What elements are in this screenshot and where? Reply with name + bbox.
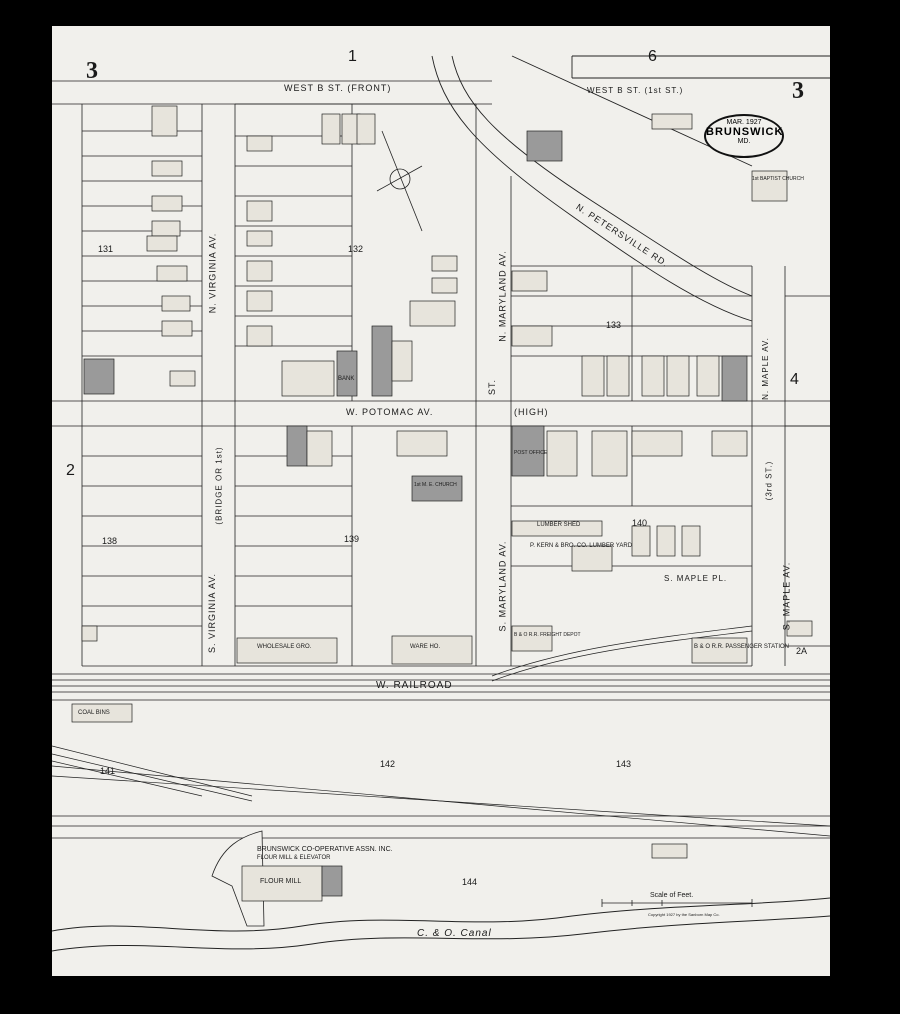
block-number: 140: [632, 518, 648, 528]
sanborn-map: [52, 55, 830, 952]
block-number: 133: [606, 320, 622, 330]
page-number-right: 3: [792, 78, 804, 104]
north-arrow: [376, 130, 423, 232]
buildings: [71, 105, 813, 902]
block-number: 131: [98, 244, 114, 254]
block-number: 138: [102, 536, 118, 546]
map-label: COAL BINS: [78, 710, 110, 716]
map-label: BRUNSWICK CO-OPERATIVE ASSN. INC.: [257, 846, 393, 853]
map-label: FLOUR MILL: [260, 878, 302, 885]
street-label: N. VIRGINIA AV.: [207, 232, 218, 314]
street-label: W. RAILROAD: [376, 680, 453, 691]
section-number: 2A: [796, 646, 808, 656]
page-number: 3: [86, 58, 98, 84]
street-label: ST.: [487, 378, 498, 396]
canal-banks: [52, 897, 830, 952]
street-label: S. MARYLAND AV.: [497, 540, 508, 632]
street-label: WEST B ST. (1st ST.): [587, 86, 684, 95]
street-label: (HIGH): [514, 407, 549, 417]
stamp-town: BRUNSWICK: [706, 126, 784, 138]
street-label: W. POTOMAC AV.: [346, 407, 434, 417]
stamp-state: MD.: [737, 138, 751, 145]
street-label: S. VIRGINIA AV.: [207, 572, 218, 654]
map-label: LUMBER SHED: [537, 522, 581, 528]
stamp-date: MAR. 1927: [726, 119, 762, 126]
scale-bar: [601, 899, 753, 907]
block-number: 132: [348, 244, 364, 254]
block-number: 142: [380, 759, 396, 769]
map-label: WHOLESALE GRO.: [257, 644, 312, 650]
copyright: Copyright 1927 by the Sanborn Map Co.: [648, 912, 720, 917]
street-label: (3rd ST.): [764, 460, 774, 501]
block-number: 141: [100, 766, 116, 776]
section-number: 4: [790, 371, 799, 388]
map-label: 1st BAPTIST CHURCH: [752, 176, 804, 182]
bridge: [211, 830, 265, 927]
block-number: 144: [462, 877, 478, 887]
canal-label: C. & O. Canal: [417, 928, 492, 939]
block-number: 143: [616, 759, 632, 769]
section-number: 1: [348, 48, 357, 65]
map-label: B & O R.R. FREIGHT DEPOT: [514, 632, 581, 638]
map-label: FLOUR MILL & ELEVATOR: [257, 855, 331, 861]
date-stamp: MAR. 1927 BRUNSWICK MD.: [704, 114, 784, 158]
street-label: S. MAPLE AV.: [781, 561, 792, 631]
street-label: (BRIDGE OR 1st): [214, 446, 224, 525]
map-label: BANK: [338, 376, 355, 382]
map-sheet: 3 3 1 6 4 2 2A MAR. 1927 BRUNSWICK MD. W…: [52, 26, 830, 976]
map-label: WARE HO.: [410, 644, 441, 650]
street-label: N. MAPLE AV.: [760, 337, 770, 400]
street-label: WEST B ST. (FRONT): [284, 83, 392, 93]
map-label: P. KERN & BRO. CO. LUMBER YARD: [530, 543, 633, 549]
block-number: 139: [344, 534, 360, 544]
street-label: N. MARYLAND AV.: [497, 250, 508, 342]
map-label: POST OFFICE: [514, 450, 548, 456]
map-label: B & O R.R. PASSENGER STATION: [694, 644, 790, 650]
section-number: 6: [648, 48, 657, 65]
section-number: 2: [66, 462, 75, 479]
scale-label: Scale of Feet.: [650, 892, 694, 899]
street-label: S. MAPLE PL.: [664, 574, 728, 583]
railroad-tracks: [52, 625, 830, 839]
map-label: 1st M. E. CHURCH: [414, 482, 457, 488]
